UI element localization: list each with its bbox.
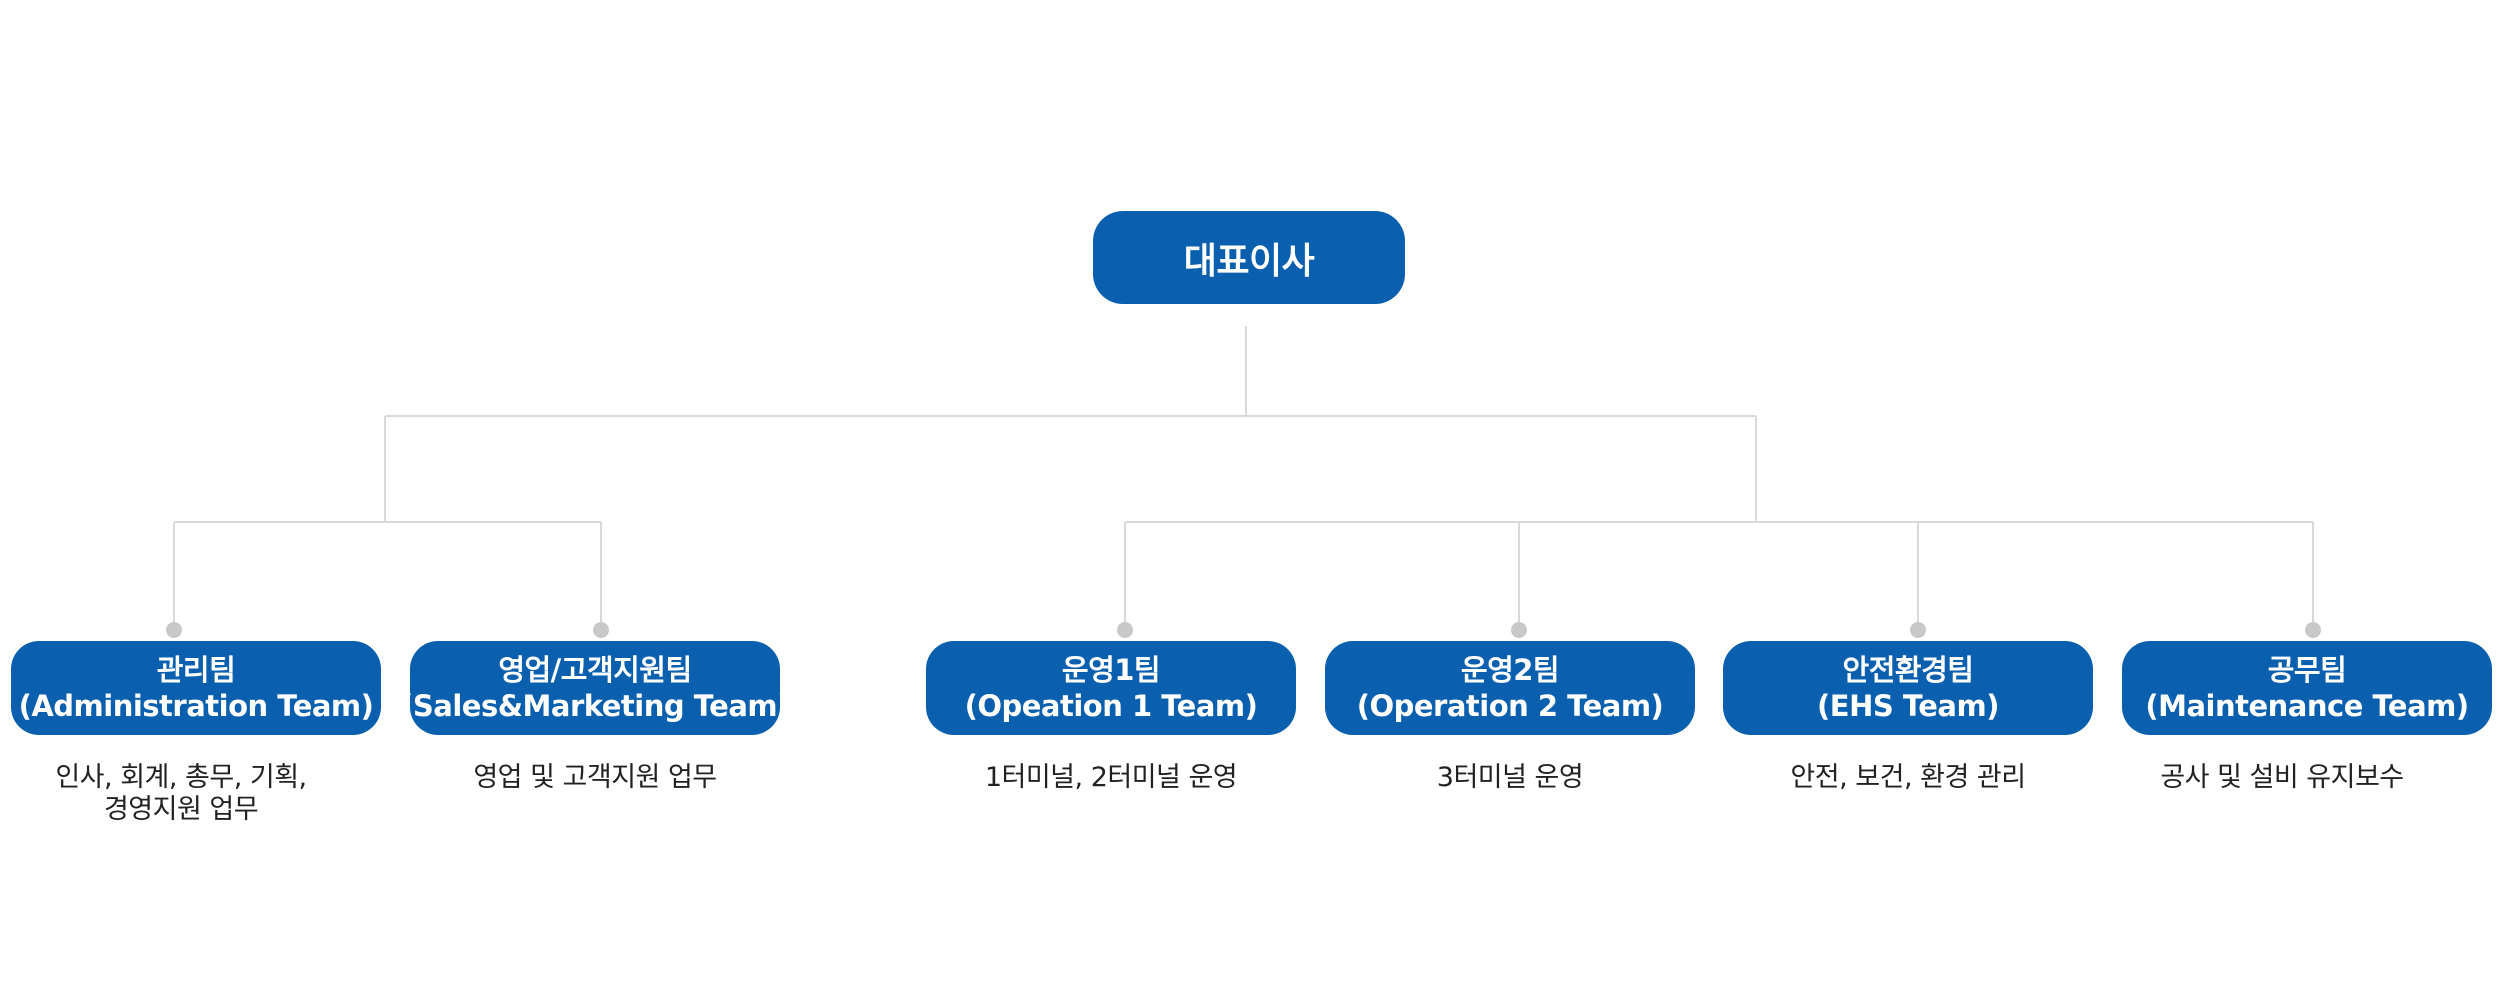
node-dot-sales	[593, 622, 609, 638]
node-dot-ehs	[1910, 622, 1926, 638]
team-description-line: 안전, 보건, 환경 관리	[1790, 762, 2026, 793]
team-name-ko: 안전환경팀	[1842, 653, 1974, 687]
team-box-operation-2: 운영2팀 (Operation 2 Team)	[1325, 641, 1695, 735]
team-name-en: (Maintenance Team)	[2145, 689, 2469, 723]
team-name-ko: 관리팀	[156, 653, 236, 687]
ceo-label: 대표이사	[1183, 240, 1315, 282]
team-name-ko: 공무팀	[2267, 653, 2347, 687]
team-description-line: 영업 및 고객지원 업무	[473, 762, 717, 793]
team-description-line: 3터미널 운영	[1436, 762, 1584, 793]
team-description-ehs: 안전, 보건, 환경 관리	[1698, 762, 2118, 794]
node-dot-ops2	[1511, 622, 1527, 638]
team-name-en: (EHS Team)	[1817, 689, 1999, 723]
team-description-maintenance: 공사 및 설비 유지보수	[2072, 762, 2492, 794]
team-name-en: (Opeation 1 Team)	[964, 689, 1258, 723]
team-box-operation-1: 운영1팀 (Opeation 1 Team)	[926, 641, 1296, 735]
team-description-line: 1터미널, 2터미널 운영	[984, 762, 1238, 793]
team-name-ko: 영업/고객지원팀	[498, 653, 692, 687]
node-dot-maintenance	[2305, 622, 2321, 638]
team-name-ko: 운영1팀	[1061, 653, 1161, 687]
team-box-sales-marketing: 영업/고객지원팀 (Sales&Marketing Team)	[400, 641, 790, 735]
team-description-operation-2: 3터미널 운영	[1300, 762, 1720, 794]
node-dot-admin	[166, 622, 182, 638]
team-box-administration: 관리팀 (Administration Team)	[11, 641, 381, 735]
team-box-ehs: 안전환경팀 (EHS Team)	[1723, 641, 2093, 735]
team-description-line: 인사, 회계, 총무, 기획,	[55, 762, 307, 793]
team-name-en: (Sales&Marketing Team)	[400, 689, 790, 723]
node-dot-ops1	[1117, 622, 1133, 638]
team-description-line: 경영지원 업무	[103, 794, 259, 825]
team-description-administration: 인사, 회계, 총무, 기획, 경영지원 업무	[0, 762, 391, 826]
team-description-operation-1: 1터미널, 2터미널 운영	[901, 762, 1321, 794]
team-name-en: (Operation 2 Team)	[1356, 689, 1664, 723]
team-name-en: (Administration Team)	[18, 689, 374, 723]
ceo-box: 대표이사	[1093, 211, 1405, 304]
team-name-ko: 운영2팀	[1460, 653, 1560, 687]
team-box-maintenance: 공무팀 (Maintenance Team)	[2122, 641, 2492, 735]
team-description-line: 공사 및 설비 유지보수	[2160, 762, 2404, 793]
team-description-sales-marketing: 영업 및 고객지원 업무	[385, 762, 805, 794]
